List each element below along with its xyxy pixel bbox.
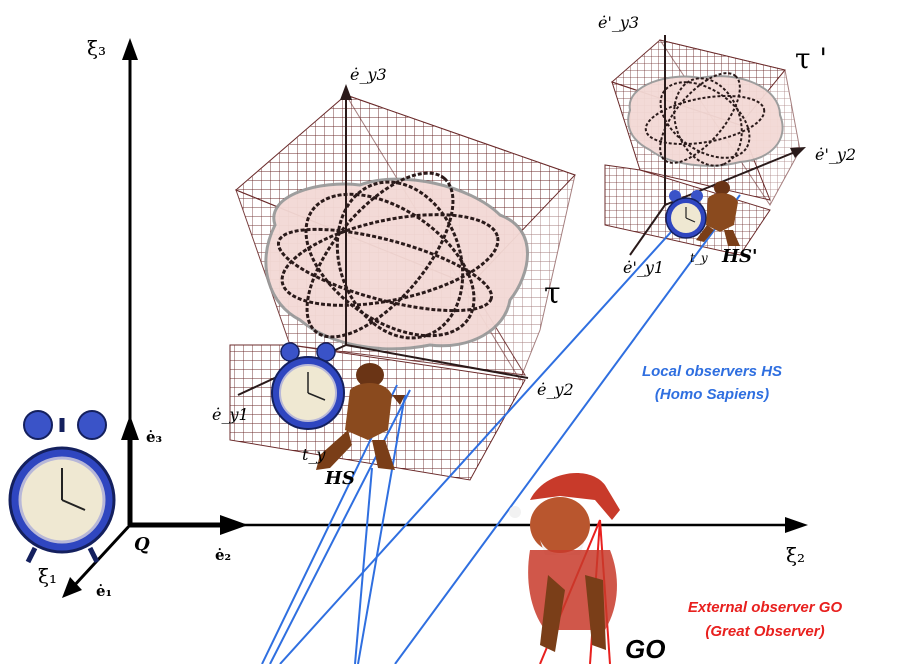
e3-label: ė₃ [146, 428, 162, 446]
ty-prime-label: t_y [690, 251, 708, 265]
e3-arrow-icon [121, 415, 139, 440]
great-observer-figure-icon [509, 473, 620, 652]
remote-clock-icon [665, 190, 707, 239]
ey1-prime-label: ė'_y1 [623, 258, 664, 277]
xi1-axis [70, 523, 132, 590]
local-frame-cube [229, 84, 576, 481]
tau-prime-label: τ ' [795, 42, 827, 75]
ey2-prime-label: ė'_y2 [815, 145, 856, 164]
e2-arrow-icon [220, 515, 248, 535]
homo-sapiens-figure-icon [316, 363, 405, 470]
local-cloud [264, 177, 529, 351]
ty-label: t_y [302, 445, 326, 464]
hs-label: HS [324, 468, 355, 489]
main-axes [62, 38, 808, 598]
alarm-clock-icon [8, 410, 116, 564]
xi1-label: ξ₁ [38, 564, 57, 588]
local-observers-line2: (Homo Sapiens) [655, 386, 769, 403]
xi2-arrow-icon [785, 517, 808, 533]
remote-homo-sapiens-icon [696, 181, 740, 246]
e1-label: ė₁ [96, 582, 112, 600]
xi2-label: ξ₂ [786, 543, 805, 567]
origin-label: Q [134, 534, 150, 555]
ey3-prime-label: ė'_y3 [598, 13, 639, 32]
external-observer-line2: (Great Observer) [705, 623, 824, 640]
local-clock-icon [271, 342, 345, 430]
xi3-arrow-icon [122, 38, 138, 60]
ey1-label: ė_y1 [212, 405, 249, 424]
ey3-label: ė_y3 [350, 65, 387, 84]
local-observers-line1: Local observers HS [642, 363, 782, 380]
xi3-label: ξ₃ [87, 36, 106, 60]
remote-cloud [627, 75, 784, 167]
e2-label: ė₂ [215, 546, 231, 564]
tau-label: τ [544, 276, 561, 311]
xi1-arrow-icon [62, 577, 82, 598]
go-label: GO [625, 634, 665, 664]
hs-prime-label: HS' [721, 246, 758, 267]
ey2-label: ė_y2 [537, 380, 574, 399]
external-observer-line1: External observer GO [688, 599, 843, 616]
